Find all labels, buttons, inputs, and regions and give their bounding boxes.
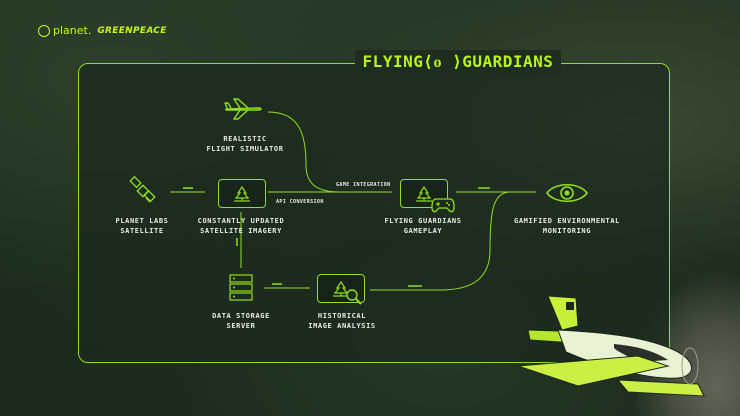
airplane-illustration [518,296,705,397]
game-integration-label: GAME INTEGRATION [336,182,391,188]
forest-image-icon [234,185,250,202]
server-icon [229,274,253,301]
edge-monitoring-to-analysis [370,191,536,291]
brand-logos: planet. GREENPEACE [38,24,167,37]
airplane-icon [224,98,262,120]
diagram-title: FLYING⟨ᴏ ⟩GUARDIANS [355,50,561,74]
analysis-box [317,274,365,303]
satellite-label: PLANET LABS SATELLITE [115,217,169,235]
analysis-label: HISTORICAL IMAGE ANALYSIS [308,312,376,330]
planet-ring-icon [38,24,50,37]
planet-logo-text: planet. [53,24,92,37]
planet-logo: planet. [38,24,91,37]
gameplay-label: FLYING GUARDIANS GAMEPLAY [384,217,462,235]
edge-simulator-to-gameplay [267,111,392,193]
monitoring-label: GAMIFIED ENVIRONMENTAL MONITORING [514,217,620,235]
satellite-icon [129,176,156,203]
simulator-label: REALISTIC FLIGHT SIMULATOR [206,135,284,153]
api-conversion-label: API CONVERSION [276,199,324,205]
imagery-box [218,179,266,208]
imagery-label: CONSTANTLY UPDATED SATELLITE IMAGERY [197,217,285,235]
greenpeace-logo: GREENPEACE [97,25,167,36]
gamepad-icon [431,198,455,213]
storage-label: DATA STORAGE SERVER [212,312,270,330]
eye-icon [546,183,588,203]
forest-image-icon [416,185,432,202]
magnifier-icon [346,289,362,305]
